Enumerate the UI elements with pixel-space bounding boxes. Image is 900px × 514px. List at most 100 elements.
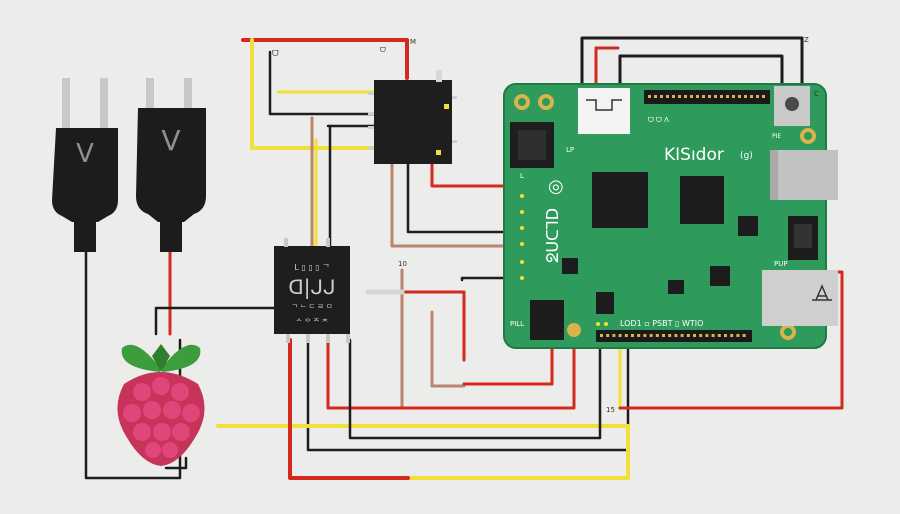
header-pin <box>631 334 634 337</box>
header-pin <box>696 95 699 98</box>
wire-black-bottom-2 <box>348 336 602 440</box>
power-plug-icon <box>136 108 206 222</box>
header-pin <box>624 334 628 337</box>
board-brand: KISıdor <box>664 145 724 165</box>
wire-red-to-board <box>430 160 518 188</box>
header-pin <box>744 95 747 98</box>
header-pin <box>668 334 672 337</box>
gpio-header-top-pins <box>648 95 765 98</box>
drupelet <box>123 404 141 422</box>
small-chip <box>562 258 578 274</box>
side-pin <box>520 226 524 230</box>
top-module-pin <box>368 146 374 149</box>
header-pin <box>750 95 753 98</box>
sd-slot <box>762 270 838 326</box>
mount-hole <box>784 328 792 336</box>
reset-button-cap[interactable] <box>785 97 799 111</box>
display-connector-inner <box>518 130 546 160</box>
mount-hole <box>518 98 526 106</box>
camera-connector <box>578 88 630 134</box>
plug-symbol: V <box>161 124 180 157</box>
top-module-pin <box>368 92 374 95</box>
relay-big-text: ᗡ|ᒍᒍ <box>288 275 335 299</box>
camera-connector-slot <box>586 99 622 111</box>
top-label-right: M <box>410 38 416 46</box>
label-lp: LP <box>566 146 574 154</box>
plug-prong <box>62 78 70 130</box>
header-pin <box>674 334 678 337</box>
sd-slot-symbol <box>812 284 832 301</box>
gpio-header-top <box>644 90 770 104</box>
leaf-left <box>121 344 160 372</box>
header-pin <box>724 334 727 337</box>
drupelet <box>171 383 189 401</box>
drupelet <box>172 423 190 441</box>
relay-module: L ▯ ▯ ▯ ᄀ ᗡ|ᒍᒍ ᄀ ᄂ ᄃ ᄅ ᄆ ᄉ ᄋ ᄌ ᄎ <box>274 238 350 343</box>
header-pin <box>690 95 693 98</box>
header-pin <box>637 334 641 337</box>
plug-prong <box>184 78 192 130</box>
side-pin <box>520 194 524 198</box>
label-top-header: ᗜ ᗜ ᐱ <box>648 116 669 124</box>
gpio-header-bottom-pins <box>600 334 746 337</box>
small-chip <box>710 266 730 286</box>
relay-pin <box>286 334 290 343</box>
top-label-left: ᗜ <box>272 49 279 58</box>
mount-hole <box>542 98 550 106</box>
leaf-right <box>162 344 201 372</box>
relay-pin <box>306 334 310 343</box>
board-brand-suffix: (g) <box>740 151 753 161</box>
header-pin <box>730 334 734 337</box>
board-logo-icon: ◎ <box>548 176 564 197</box>
header-pin <box>686 334 690 337</box>
header-pin <box>736 334 740 337</box>
wires <box>84 36 844 480</box>
header-pin <box>655 334 659 337</box>
relay-pin <box>284 238 288 247</box>
side-pin <box>596 322 600 326</box>
drupelet <box>143 401 161 419</box>
top-module-pin <box>368 112 374 115</box>
top-module-pin <box>368 126 374 129</box>
drupelet <box>153 423 171 441</box>
drupelet <box>162 442 178 458</box>
wire-black-top-right <box>580 36 804 98</box>
audio-chip <box>530 300 564 340</box>
mount-hole <box>567 323 581 337</box>
header-pin <box>738 95 741 98</box>
power-plug-icon <box>52 128 118 222</box>
header-pin <box>660 95 663 98</box>
header-pin <box>618 334 622 337</box>
side-pin <box>520 276 524 280</box>
marker-c: C <box>814 90 819 98</box>
header-pin <box>708 95 711 98</box>
header-pin <box>705 334 709 337</box>
plug-left: V <box>52 78 118 252</box>
wire-red-top-loop <box>241 38 409 80</box>
plug-symbol: V <box>76 139 94 169</box>
header-pin <box>662 334 665 337</box>
top-module-yellow-dot <box>436 150 441 155</box>
wire-yellow-left-top <box>250 38 380 150</box>
top-module-pin <box>452 140 457 143</box>
wire-red-bottom-2 <box>288 338 410 480</box>
marker-15: 15 <box>606 406 615 414</box>
wire-black-pi-right <box>164 456 188 470</box>
board-pcb <box>503 83 827 349</box>
header-pin <box>648 95 651 98</box>
top-module: ᗜ M ᗜ <box>272 38 457 164</box>
wire-logo-black <box>154 306 280 336</box>
side-pin <box>604 322 608 326</box>
usb-port-inner <box>770 150 778 200</box>
header-pin <box>714 95 717 98</box>
wire-brown-10b <box>430 310 466 388</box>
header-pin <box>711 334 715 337</box>
plug-neck <box>74 222 96 252</box>
header-pin <box>666 95 669 98</box>
side-pin <box>520 260 524 264</box>
label-pie: PIE <box>772 133 781 140</box>
drupelet <box>152 377 170 395</box>
header-pin <box>702 95 705 98</box>
header-pin <box>742 334 746 337</box>
top-module-yellow-dot <box>444 104 449 109</box>
